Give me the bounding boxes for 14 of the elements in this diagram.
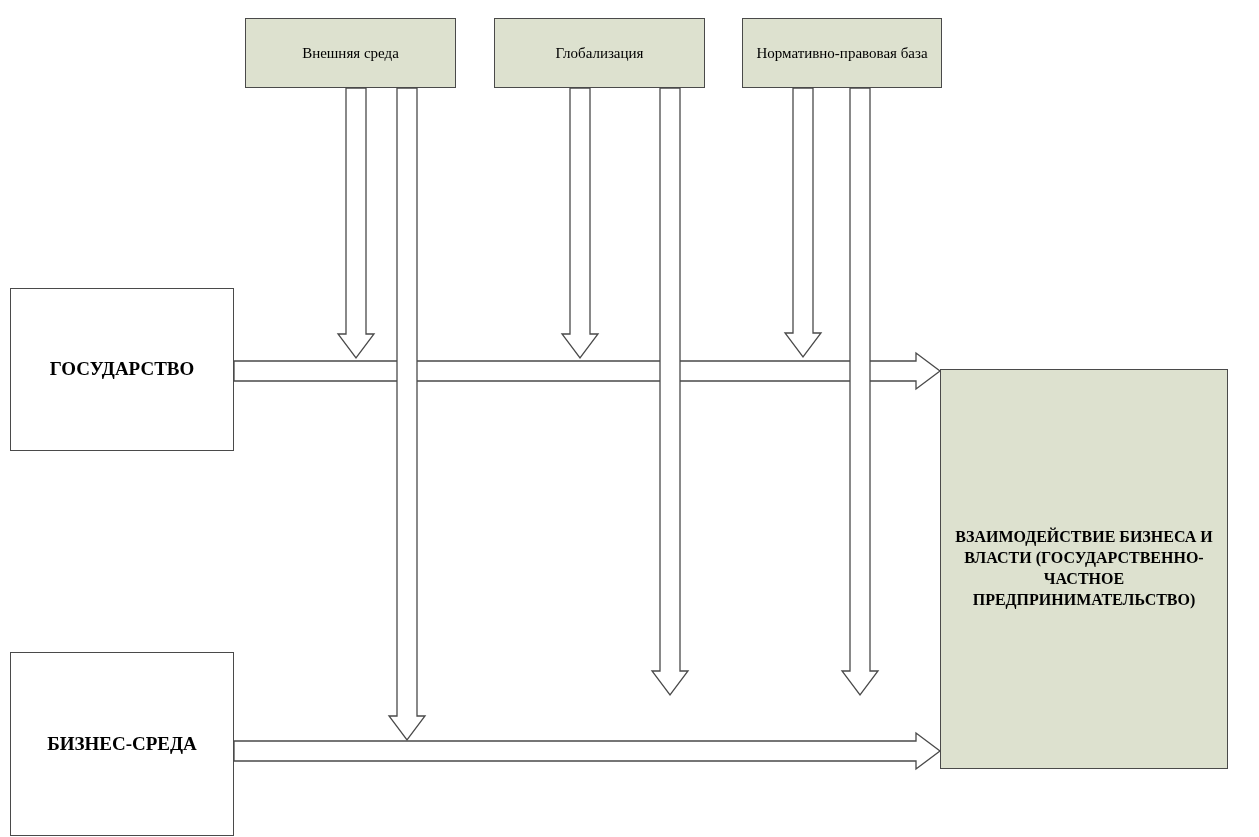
factor-box: Внешняя среда — [245, 18, 456, 88]
block-arrow — [783, 87, 823, 359]
block-arrow — [840, 87, 880, 697]
block-arrow — [560, 87, 600, 360]
block-arrow — [387, 87, 427, 742]
actor-box: БИЗНЕС-СРЕДА — [10, 652, 234, 836]
block-arrow — [336, 87, 376, 360]
block-arrow — [233, 351, 942, 391]
result-box: ВЗАИМОДЕЙСТВИЕ БИЗНЕСА И ВЛАСТИ (ГОСУДАРСТВЕННО-ЧАСТНОЕ ПРЕДПРИНИМАТЕЛЬСТВО) — [940, 369, 1228, 769]
block-arrow — [650, 87, 690, 697]
actor-box: ГОСУДАРСТВО — [10, 288, 234, 451]
factor-box: Глобализация — [494, 18, 705, 88]
block-arrow — [233, 731, 942, 771]
factor-box: Нормативно-правовая база — [742, 18, 942, 88]
